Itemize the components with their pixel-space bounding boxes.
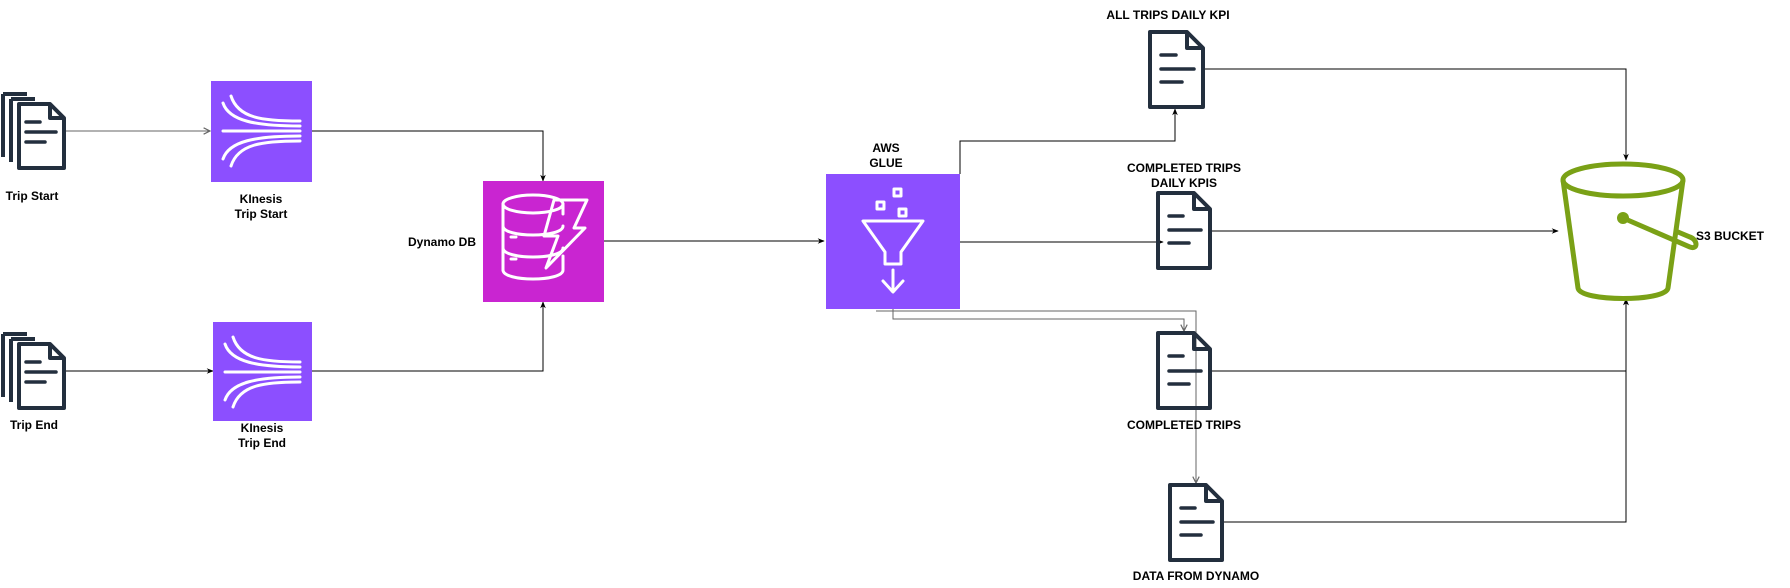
s3-bucket-node[interactable]: S3 BUCKET: [1560, 161, 1765, 301]
edge-data-from-dynamo-to-s3: [1224, 298, 1629, 523]
kinesis-trip-start-node[interactable]: KInesis Trip Start: [211, 81, 312, 221]
aws-glue-node[interactable]: AWS GLUE: [826, 141, 960, 309]
completed-trips-label: COMPLETED TRIPS: [1127, 418, 1241, 432]
data-from-dynamo-node[interactable]: DATA FROM DYNAMO: [1133, 483, 1259, 583]
completed-trips-daily-kpis-label-line1: COMPLETED TRIPS: [1127, 161, 1241, 175]
edge-kinesis-start-to-dynamodb: [312, 130, 546, 182]
kinesis-trip-end-node[interactable]: KInesis Trip End: [213, 322, 312, 450]
edge-all-trips-kpi-to-s3: [1205, 68, 1629, 161]
all-trips-daily-kpi-label: ALL TRIPS DAILY KPI: [1106, 8, 1229, 22]
trip-start-label: Trip Start: [6, 189, 59, 203]
edge-glue-to-all-trips-kpi: [959, 108, 1178, 174]
dynamodb-node[interactable]: Dynamo DB: [408, 181, 604, 302]
kinesis-trip-start-label-line2: Trip Start: [235, 207, 288, 221]
document-icon: [1156, 331, 1212, 410]
kinesis-icon: [221, 94, 302, 168]
dynamodb-label: Dynamo DB: [408, 235, 476, 249]
kinesis-trip-start-label-line1: KInesis: [240, 192, 283, 206]
glue-label-line2: GLUE: [869, 156, 902, 170]
glue-label-line1: AWS: [872, 141, 899, 155]
multiple-documents-icon: [1, 92, 66, 170]
s3-bucket-label: S3 BUCKET: [1696, 229, 1765, 243]
document-icon: [1148, 30, 1205, 109]
trip-start-node[interactable]: Trip Start: [1, 92, 66, 203]
trip-end-label: Trip End: [10, 418, 58, 432]
edge-completed-trips-to-s3: [1212, 298, 1629, 372]
document-icon: [1168, 483, 1224, 562]
edge-glue-to-completed-trips: [892, 309, 1184, 331]
trip-end-node[interactable]: Trip End: [1, 332, 66, 432]
dynamodb-icon: [501, 193, 589, 281]
glue-icon: [861, 187, 925, 294]
document-icon: [1156, 191, 1212, 270]
completed-trips-node[interactable]: COMPLETED TRIPS: [1127, 331, 1241, 432]
kinesis-icon: [223, 335, 302, 409]
kinesis-trip-end-label-line2: Trip End: [238, 436, 286, 450]
all-trips-daily-kpi-node[interactable]: ALL TRIPS DAILY KPI: [1106, 8, 1230, 109]
edges: [66, 68, 1629, 523]
data-from-dynamo-label: DATA FROM DYNAMO: [1133, 569, 1259, 583]
kinesis-trip-end-label-line1: KInesis: [241, 421, 284, 435]
s3-bucket-icon: [1560, 161, 1699, 301]
multiple-documents-icon: [1, 332, 66, 410]
completed-trips-daily-kpis-label-line2: DAILY KPIS: [1151, 176, 1217, 190]
edge-kinesis-end-to-dynamodb: [312, 301, 546, 372]
completed-trips-daily-kpis-node[interactable]: COMPLETED TRIPS DAILY KPIS: [1127, 161, 1241, 270]
edge-glue-to-data-from-dynamo: [876, 310, 1196, 483]
